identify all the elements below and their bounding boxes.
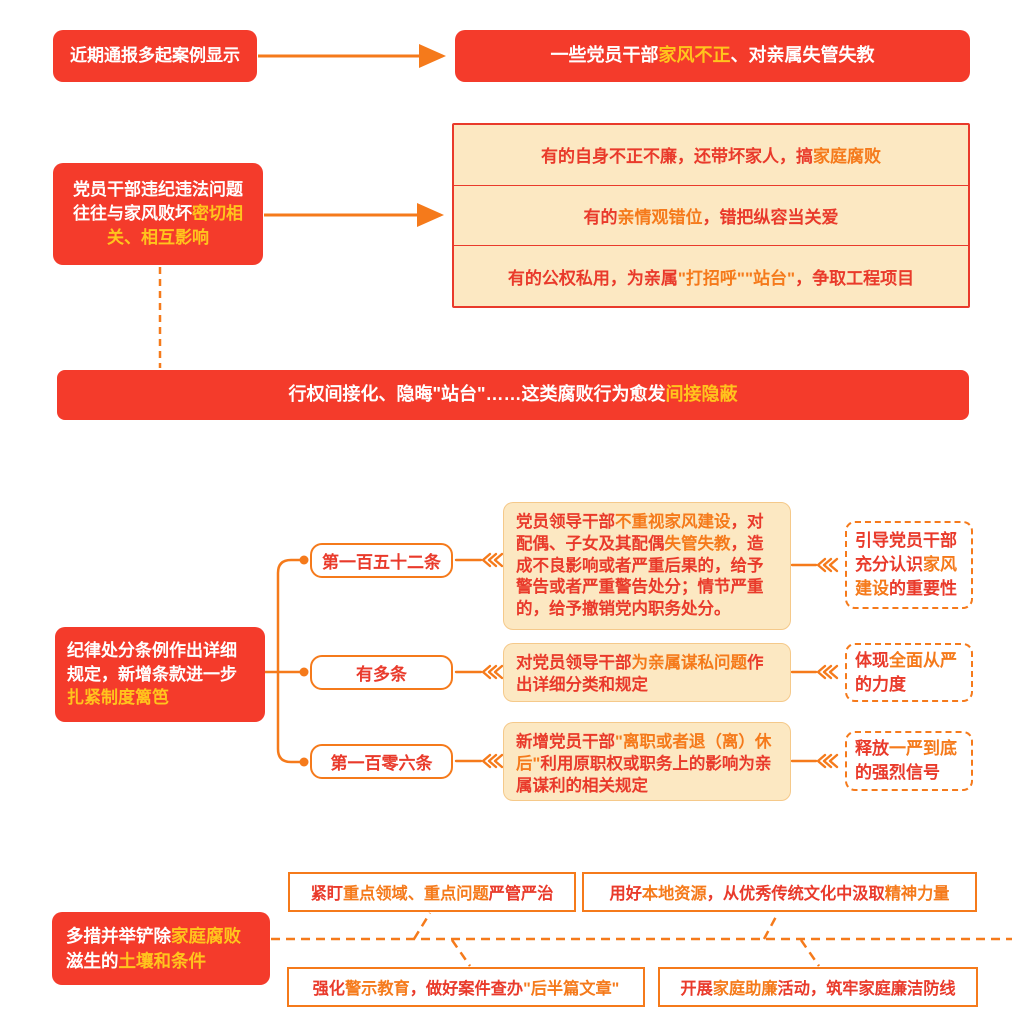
article-106-note: 释放一严到底的强烈信号	[845, 731, 973, 791]
dashed-connector-bottom	[271, 912, 1012, 967]
measure-warning-education: 强化警示教育，做好案件查办"后半篇文章"	[287, 967, 645, 1007]
multiple-articles-label: 有多条	[310, 655, 453, 690]
article-106-label: 第一百零六条	[310, 744, 453, 779]
article-152-label: 第一百五十二条	[310, 543, 453, 578]
bracket-connector	[262, 558, 303, 764]
family-decay-relation-box: 党员干部违纪违法问题往往与家风败坏密切相关、相互影响	[53, 163, 263, 265]
hidden-corruption-banner: 行权间接化、隐晦"站台"……这类腐败行为愈发间接隐蔽	[57, 370, 969, 420]
case-result-box: 一些党员干部家风不正、对亲属失管失教	[455, 30, 970, 82]
measure-local-culture: 用好本地资源，从优秀传统文化中汲取精神力量	[582, 872, 977, 912]
problem-row-1: 有的自身不正不廉，还带坏家人，搞家庭腐败	[541, 147, 881, 167]
measure-family-integrity: 开展家庭助廉活动，筑牢家庭廉洁防线	[658, 967, 978, 1007]
problem-row-3: 有的公权私用，为亲属"打招呼""站台"，争取工程项目	[454, 245, 968, 306]
case-report-box: 近期通报多起案例显示	[53, 30, 257, 82]
article-106-detail: 新增党员干部"离职或者退（离）休后"利用原职权或职务上的影响为亲属谋利的相关规定	[503, 722, 791, 801]
multiple-articles-note: 体现全面从严的力度	[845, 643, 973, 702]
discipline-regulation-box: 纪律处分条例作出详细规定，新增条款进一步扎紧制度篱笆	[55, 627, 265, 722]
bracket-dots	[299, 555, 309, 767]
article-152-note: 引导党员干部充分认识家风建设的重要性	[845, 521, 973, 609]
problem-row-2: 有的亲情观错位，错把纵容当关爱	[454, 184, 968, 246]
eradicate-corruption-box: 多措并举铲除家庭腐败滋生的土壤和条件	[52, 912, 270, 985]
problem-examples-table: 有的自身不正不廉，还带坏家人，搞家庭腐败 有的亲情观错位，错把纵容当关爱 有的公…	[452, 123, 970, 308]
measure-key-areas: 紧盯重点领域、重点问题严管严治	[288, 872, 576, 912]
multiple-articles-detail: 对党员领导干部为亲属谋私问题作出详细分类和规定	[503, 643, 791, 702]
article-152-detail: 党员领导干部不重视家风建设，对配偶、子女及其配偶失管失教，造成不良影响或者严重后…	[503, 502, 791, 630]
